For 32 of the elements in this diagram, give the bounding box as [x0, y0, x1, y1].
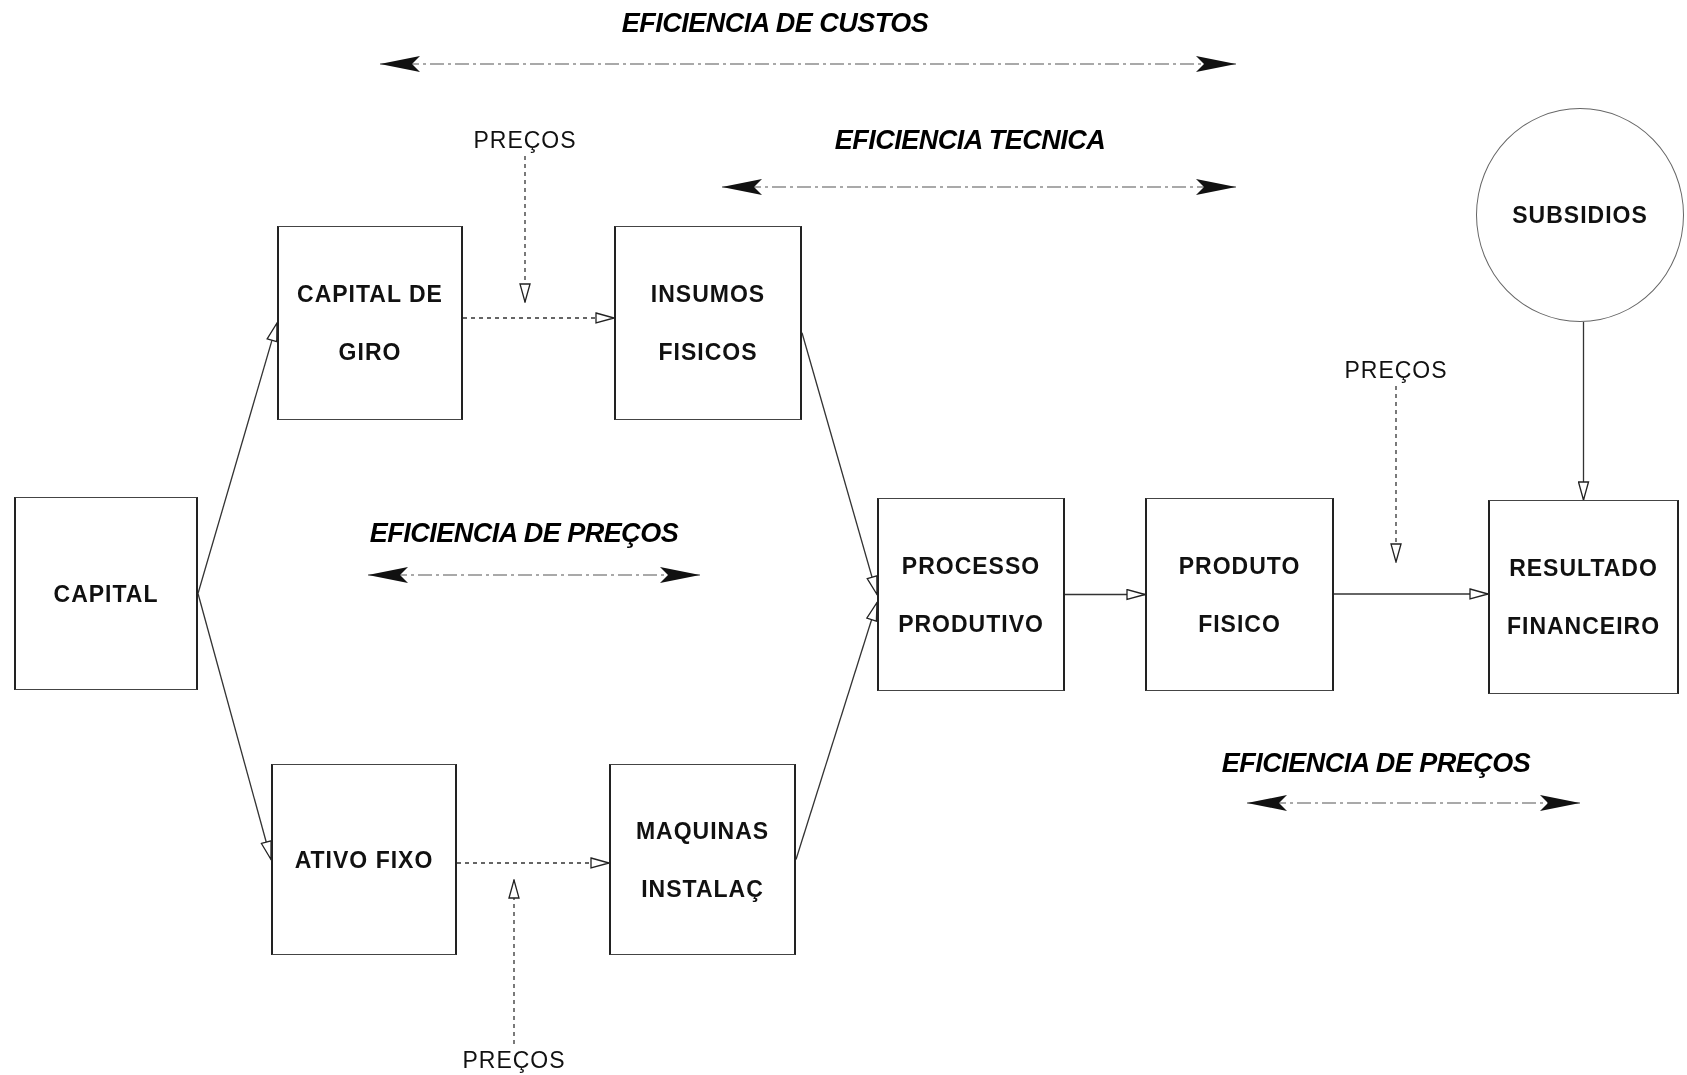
- node-text: PROCESSO PRODUTIVO: [897, 551, 1045, 639]
- range-label: EFICIENCIA DE PREÇOS: [1221, 748, 1531, 779]
- process-box: [614, 226, 802, 420]
- node-text: INSUMOS FISICOS: [649, 280, 767, 367]
- node-text: ATIVO FIXO: [293, 845, 435, 875]
- arrow: [462, 312, 615, 324]
- node-label: PREÇOS: [473, 126, 577, 154]
- range-label: EFICIENCIA TECNICA: [834, 125, 1106, 156]
- arrow: [456, 857, 610, 869]
- node-text: RESULTADO FINANCEIRO: [1505, 554, 1662, 641]
- arrow: [1577, 321, 1590, 501]
- process-box: [609, 764, 796, 955]
- process-box: [877, 498, 1065, 691]
- process-box: [1488, 500, 1679, 694]
- node-text: MAQUINAS INSTALAÇ: [634, 816, 771, 904]
- process-box: [277, 226, 463, 420]
- range-label: EFICIENCIA DE PREÇOS: [369, 518, 679, 549]
- arrow: [519, 155, 531, 303]
- process-box: [14, 497, 198, 690]
- node-text: SUBSIDIOS: [1511, 201, 1649, 230]
- arrow: [1333, 588, 1489, 600]
- node-text: PRODUTO FISICO: [1177, 551, 1302, 639]
- arrow: [1064, 588, 1146, 601]
- process-box: [1145, 498, 1334, 691]
- arrow: [1390, 385, 1402, 563]
- range-label: EFICIENCIA DE CUSTOS: [621, 8, 929, 39]
- node-text: CAPITAL DE GIRO: [296, 280, 444, 367]
- arrow: [508, 879, 520, 1045]
- node-label: PREÇOS: [1344, 356, 1448, 384]
- process-box: [271, 764, 457, 955]
- node-text: CAPITAL: [52, 579, 160, 609]
- node-label: PREÇOS: [462, 1046, 566, 1074]
